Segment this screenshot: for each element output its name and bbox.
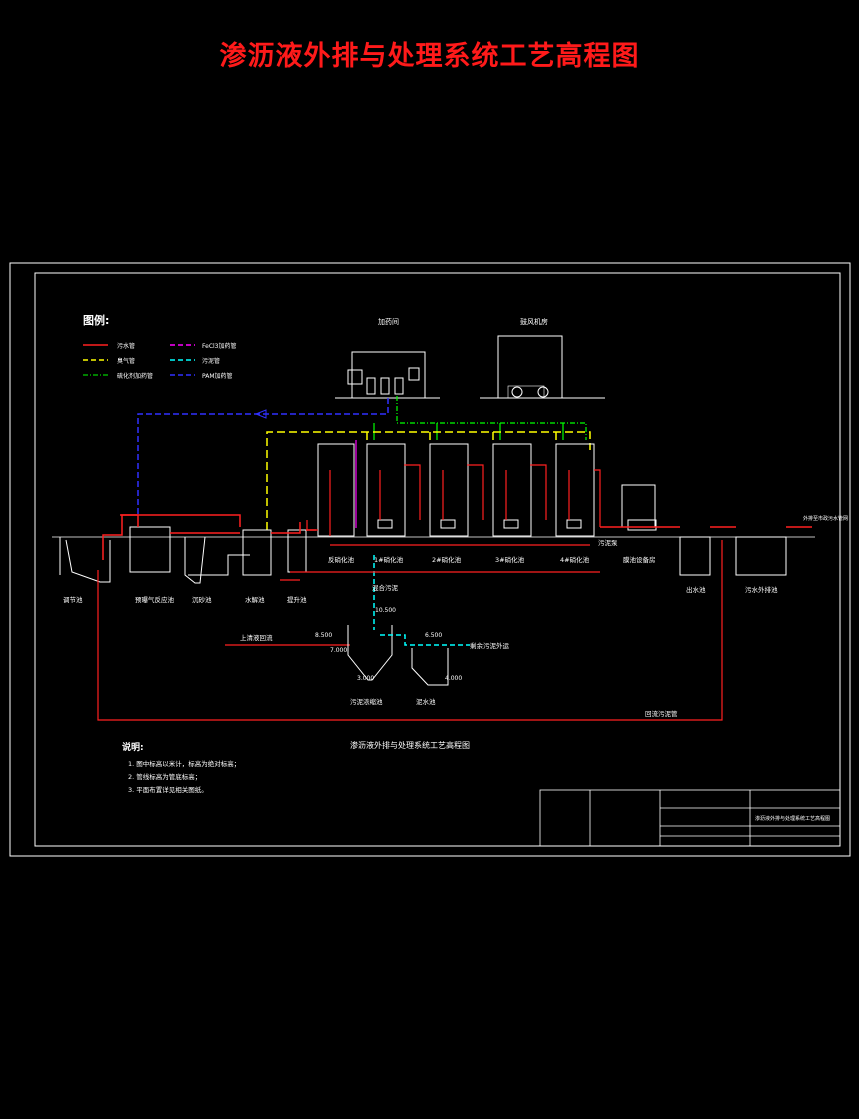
svg-text:反硝化池: 反硝化池 [328,555,355,564]
svg-text:6.500: 6.500 [425,632,442,639]
svg-text:10.500: 10.500 [375,607,396,614]
svg-text:3. 平面布置详见相关图纸。: 3. 平面布置详见相关图纸。 [128,785,208,794]
membrane-house [621,484,657,531]
svg-text:混合污泥: 混合污泥 [372,583,399,592]
drawing-caption: 渗沥液外排与处理系统工艺高程图 [350,740,470,750]
svg-text:沉砂池: 沉砂池 [192,595,212,604]
svg-text:4#硝化池: 4#硝化池 [560,555,590,564]
svg-text:剩余污泥外运: 剩余污泥外运 [470,641,510,650]
legend-pam: PAM加药管 [202,372,233,380]
svg-text:预曝气反应池: 预曝气反应池 [135,595,175,604]
svg-text:调节池: 调节池 [63,595,83,604]
svg-text:上清液回流: 上清液回流 [240,633,273,642]
svg-text:提升池: 提升池 [287,595,307,604]
dosing-room: 加药间 [335,317,440,399]
svg-text:出水池: 出水池 [686,585,706,594]
legend-sludge: 污泥管 [202,357,220,365]
inner-frame [34,272,841,847]
svg-text:泥水池: 泥水池 [416,697,436,706]
svg-text:3#硝化池: 3#硝化池 [495,555,525,564]
svg-text:鼓风机房: 鼓风机房 [520,317,548,326]
svg-text:回流污泥管: 回流污泥管 [645,709,678,718]
svg-text:2#硝化池: 2#硝化池 [432,555,462,564]
legend-fecl3: FeCl3加药管 [202,342,237,350]
notes-heading: 说明: [122,741,144,753]
svg-text:8.500: 8.500 [315,632,332,639]
sludge-thickener [347,625,449,686]
svg-text:污泥泵: 污泥泵 [598,539,618,547]
anoxic-tank [317,443,595,537]
legend-sewage: 污水管 [117,342,135,350]
outer-frame [9,262,851,857]
title-block-name: 渗沥液外排与处理系统工艺高程图 [755,815,830,822]
page-title: 渗沥液外排与处理系统工艺高程图 [219,41,640,72]
svg-text:3.000: 3.000 [357,675,374,682]
svg-text:7.000: 7.000 [330,647,347,654]
svg-text:外排至市政污水管网: 外排至市政污水管网 [803,515,848,522]
svg-text:4.000: 4.000 [445,675,462,682]
blower-room: 鼓风机房 [480,317,605,399]
svg-text:1. 图中标高以米计，标高为绝对标高；: 1. 图中标高以米计，标高为绝对标高； [128,759,240,768]
svg-text:水解池: 水解池 [245,595,265,604]
svg-text:污泥浓缩池: 污泥浓缩池 [350,697,383,706]
svg-text:2. 管线标高为管底标高；: 2. 管线标高为管底标高； [128,772,201,781]
legend-odor: 臭气管 [117,357,135,365]
legend-sulfide: 硫化剂加药管 [117,372,153,380]
title-block [539,789,841,847]
svg-text:加药间: 加药间 [378,317,399,326]
legend-heading: 图例: [83,313,109,327]
front-tanks [59,526,787,584]
svg-text:1#硝化池: 1#硝化池 [374,555,404,564]
svg-text:污水外排池: 污水外排池 [745,585,778,594]
legend: 图例: 污水管 臭气管 硫化剂加药管 FeCl3加药管 污泥管 PAM加药管 [83,313,237,380]
svg-text:膜池设备房: 膜池设备房 [623,555,656,564]
